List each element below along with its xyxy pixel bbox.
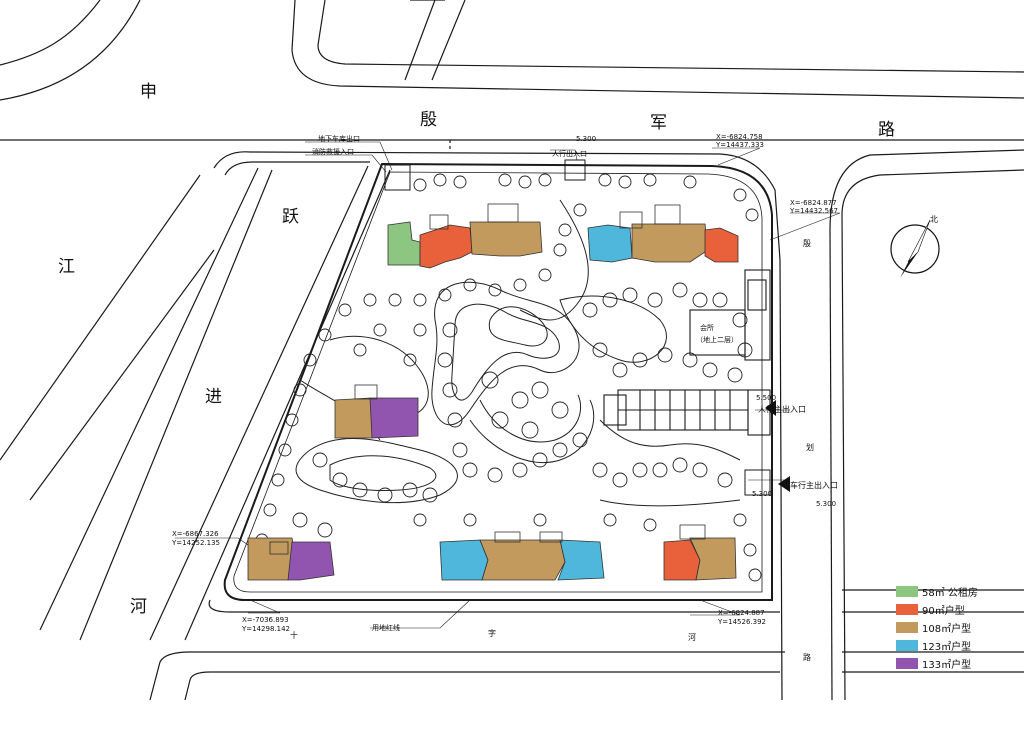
site-boundary — [223, 162, 773, 601]
note-top-elevation: 5.300 — [576, 135, 596, 143]
entrance-arrows — [765, 400, 790, 492]
building-4 — [247, 537, 335, 581]
road-left-char-3: 进 — [205, 387, 222, 407]
note-right-x: X=-6824.877 — [790, 199, 837, 207]
road-right-char-2: 划 — [806, 442, 814, 452]
vehicle-entrance-arrow-icon — [778, 476, 790, 492]
building-6 — [663, 524, 737, 581]
note-bottom-right-y: Y=14526.392 — [717, 618, 766, 626]
road-top-char-4: 路 — [878, 120, 895, 140]
building-2 — [587, 204, 739, 263]
road-bottom-char-3: 河 — [688, 632, 696, 642]
road-linework — [0, 0, 1024, 701]
note-top-right-x: X=-6824.758 — [716, 133, 763, 141]
clubhouse-building — [689, 269, 771, 361]
note-pedestrian-main-entrance: 人行主出入口 — [758, 404, 806, 414]
landscape-trees — [248, 173, 762, 582]
building-3-unit-108 — [334, 397, 376, 439]
note-clubhouse-floors: （地上二层） — [696, 335, 738, 344]
note-bottom-left-x: X=-6867.326 — [172, 530, 219, 538]
note-bottom-right-x: X=-6824.887 — [718, 609, 765, 617]
note-entrance-elevation: 5.300 — [752, 490, 772, 498]
legend-label: 90㎡户型 — [922, 605, 965, 617]
legend-swatch — [896, 585, 918, 597]
legend-item: 58㎡ 公租房 — [896, 582, 1016, 600]
road-right-char-1: 殷 — [803, 238, 811, 248]
building-5-unit-108 — [479, 539, 566, 581]
note-ramp-elevation: 5.500 — [756, 394, 776, 402]
central-colonnade — [603, 389, 771, 436]
annotation-texts: 地下车库出口 消防救援入口 人行出入口 5.300 X=-6824.758 Y=… — [171, 133, 838, 633]
note-bottom-y: Y=14298.142 — [241, 625, 290, 633]
unit-type-legend: 58㎡ 公租房 90㎡户型 108㎡户型 123㎡户型 133㎡户型 — [896, 582, 1016, 672]
note-right-elevation: 5.300 — [816, 500, 836, 508]
note-top-right-y: Y=14437.333 — [715, 141, 764, 149]
north-label: 北 — [930, 215, 938, 224]
building-1 — [387, 203, 543, 269]
building-3-unit-133 — [369, 397, 419, 439]
legend-label: 108㎡户型 — [922, 623, 972, 635]
pedestrian-entrance-arrow-icon — [765, 400, 776, 416]
building-2-unit-108 — [631, 223, 709, 263]
building-1-unit-108 — [469, 221, 543, 257]
legend-swatch — [896, 603, 918, 615]
building-2-unit-123 — [587, 224, 633, 263]
note-right-y: Y=14432.567 — [789, 207, 838, 215]
building-1-unit-58 — [387, 221, 421, 266]
building-4-unit-133 — [287, 541, 335, 581]
legend-label: 58㎡ 公租房 — [922, 587, 978, 599]
legend-swatch — [896, 657, 918, 669]
road-left-char-1: 江 — [58, 257, 75, 277]
north-arrow: 北 — [890, 215, 940, 278]
note-bottom-left-y: Y=14252.135 — [171, 539, 220, 547]
road-top-char-1: 申 — [140, 82, 157, 102]
note-fire-entry: 消防救援入口 — [312, 147, 354, 156]
legend-item: 108㎡户型 — [896, 618, 1016, 636]
building-5 — [439, 531, 605, 581]
building-6-unit-108 — [689, 537, 737, 581]
building-3 — [334, 384, 419, 439]
road-right-char-3: 路 — [803, 652, 811, 662]
note-pedestrian-gate: 人行出入口 — [552, 149, 587, 158]
road-top-char-3: 军 — [650, 113, 667, 133]
note-clubhouse: 会所 — [700, 323, 714, 332]
note-vehicle-main-entrance: 车行主出入口 — [790, 480, 838, 490]
building-5-unit-123-right — [557, 539, 605, 581]
building-1-unit-90 — [419, 224, 473, 269]
legend-label: 133㎡户型 — [922, 659, 972, 671]
road-bottom-char-2: 字 — [488, 628, 496, 638]
road-labels: 申 殷 军 路 江 跃 进 河 十 字 河 殷 划 路 — [58, 82, 895, 662]
legend-label: 123㎡户型 — [922, 641, 972, 653]
legend-item: 123㎡户型 — [896, 636, 1016, 654]
road-top-char-2: 殷 — [420, 110, 437, 130]
road-left-char-2: 跃 — [282, 207, 299, 227]
legend-item: 90㎡户型 — [896, 600, 1016, 618]
road-left-char-4: 河 — [130, 597, 147, 617]
legend-swatch — [896, 621, 918, 633]
gate-structures — [384, 159, 771, 496]
legend-swatch — [896, 639, 918, 651]
note-boundary-line: 用地红线 — [372, 623, 400, 632]
note-bottom-x: X=-7036.893 — [242, 616, 289, 624]
building-5-unit-123-left — [439, 539, 489, 581]
annotations — [175, 141, 841, 629]
note-garage-exit: 地下车库出口 — [318, 134, 360, 143]
legend-item: 133㎡户型 — [896, 654, 1016, 672]
building-2-unit-90 — [704, 227, 739, 263]
road-bottom-char-1: 十 — [290, 630, 298, 640]
